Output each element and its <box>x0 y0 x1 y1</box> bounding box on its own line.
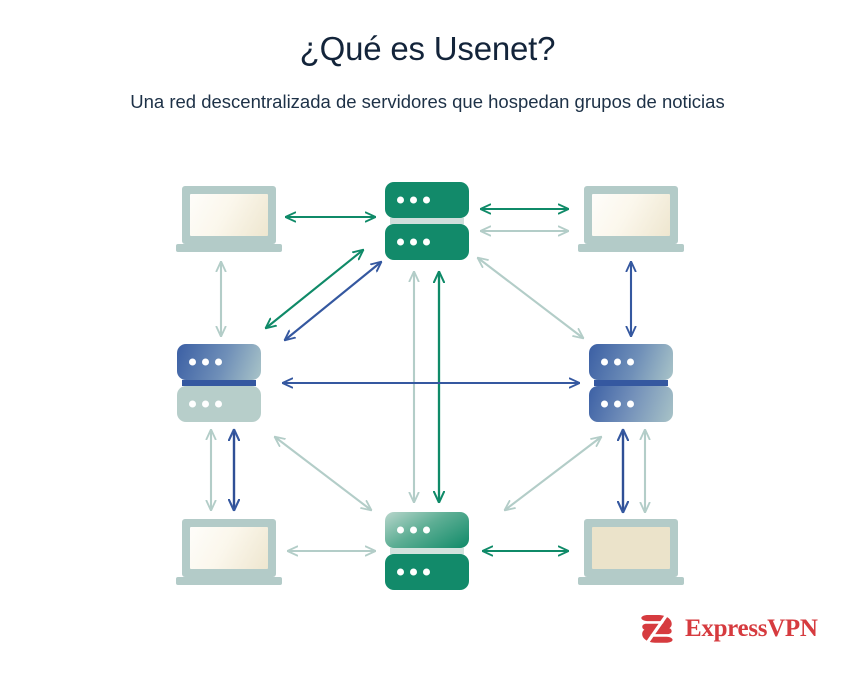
page-title: ¿Qué es Usenet? <box>299 30 556 67</box>
laptop-base <box>578 244 684 252</box>
expressvpn-e-mark-icon <box>641 614 673 644</box>
laptop-base <box>578 577 684 585</box>
arrow-server-tc-server-mr <box>478 258 583 338</box>
laptop-screen <box>592 527 670 569</box>
server-led-dots <box>397 238 430 246</box>
node-server-top-center[interactable] <box>385 182 469 260</box>
server-unit-bottom <box>385 224 469 260</box>
server-unit-top <box>177 344 261 380</box>
laptop-base <box>176 577 282 585</box>
server-led-dots <box>397 196 430 204</box>
expressvpn-logo[interactable]: ExpressVPN <box>638 612 818 646</box>
laptop-screen <box>190 194 268 236</box>
arrow-server-ml-server-tc-green <box>266 250 363 328</box>
laptop-screen <box>592 194 670 236</box>
node-laptop-top-right[interactable] <box>578 186 684 252</box>
server-connector <box>594 380 668 386</box>
server-unit-bottom <box>385 554 469 590</box>
server-led-dots <box>601 358 634 366</box>
server-led-dots <box>189 400 222 408</box>
server-led-dots <box>601 400 634 408</box>
laptop-base <box>176 244 282 252</box>
arrow-server-ml-server-tc-blue <box>285 262 381 340</box>
server-unit-top <box>385 182 469 218</box>
expressvpn-wordmark: ExpressVPN <box>685 615 818 642</box>
node-server-middle-left[interactable] <box>177 344 261 422</box>
node-server-middle-right[interactable] <box>589 344 673 422</box>
server-unit-bottom <box>177 386 261 422</box>
server-connector <box>390 548 464 554</box>
server-connector <box>182 380 256 386</box>
server-led-dots <box>397 526 430 534</box>
server-led-dots <box>397 568 430 576</box>
arrow-server-bc-server-mr <box>505 437 601 510</box>
arrow-server-ml-server-bc <box>275 437 371 510</box>
server-unit-top <box>385 512 469 548</box>
server-unit-bottom <box>589 386 673 422</box>
page-subtitle: Una red descentralizada de servidores qu… <box>130 91 725 113</box>
node-laptop-bottom-right[interactable] <box>578 519 684 585</box>
header: ¿Qué es Usenet? Una red descentralizada … <box>0 0 855 116</box>
server-led-dots <box>189 358 222 366</box>
node-server-bottom-center[interactable] <box>385 512 469 590</box>
node-laptop-bottom-left[interactable] <box>176 519 282 585</box>
node-laptop-top-left[interactable] <box>176 186 282 252</box>
server-unit-top <box>589 344 673 380</box>
server-connector <box>390 218 464 224</box>
laptop-screen <box>190 527 268 569</box>
